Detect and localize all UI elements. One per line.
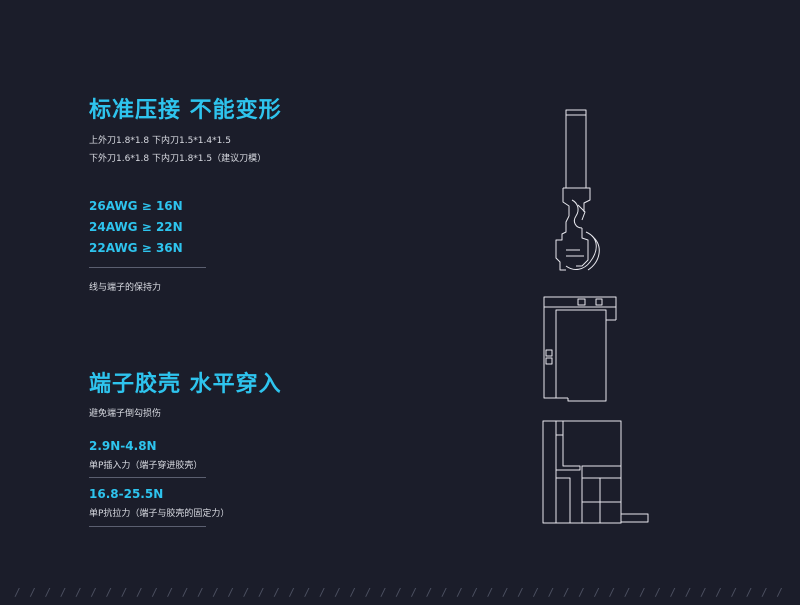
section1-title: 标准压接 不能变形	[89, 98, 282, 123]
awg22-holding-force: 22AWG ≥ 36N	[89, 241, 183, 255]
decorative-slash-pattern: / / / / / / / / / / / / / / / / / / / / …	[14, 586, 786, 599]
insertion-force-value: 2.9N-4.8N	[89, 439, 157, 453]
crimped-terminal-drawing	[555, 109, 600, 271]
awg24-holding-force: 24AWG ≥ 22N	[89, 220, 183, 234]
insertion-force-label: 单P插入力（端子穿进胶壳）	[89, 461, 203, 471]
section2-title: 端子胶壳 水平穿入	[89, 372, 282, 397]
housing-side-drawing	[543, 296, 617, 402]
awg26-holding-force: 26AWG ≥ 16N	[89, 199, 183, 213]
holding-force-caption: 线与端子的保持力	[89, 283, 162, 293]
pull-force-label: 单P抗拉力（端子与胶壳的固定力）	[89, 509, 230, 519]
housing-section-drawing	[542, 420, 649, 524]
blade-spec-line-1: 上外刀1.8*1.8 下内刀1.5*1.4*1.5	[89, 136, 231, 146]
section2-subtitle: 避免端子倒勾损伤	[89, 409, 162, 419]
divider	[89, 526, 206, 527]
divider	[89, 477, 206, 478]
divider	[89, 267, 206, 268]
pull-force-value: 16.8-25.5N	[89, 487, 164, 501]
blade-spec-line-2: 下外刀1.6*1.8 下内刀1.8*1.5（建议刀模）	[89, 154, 267, 164]
